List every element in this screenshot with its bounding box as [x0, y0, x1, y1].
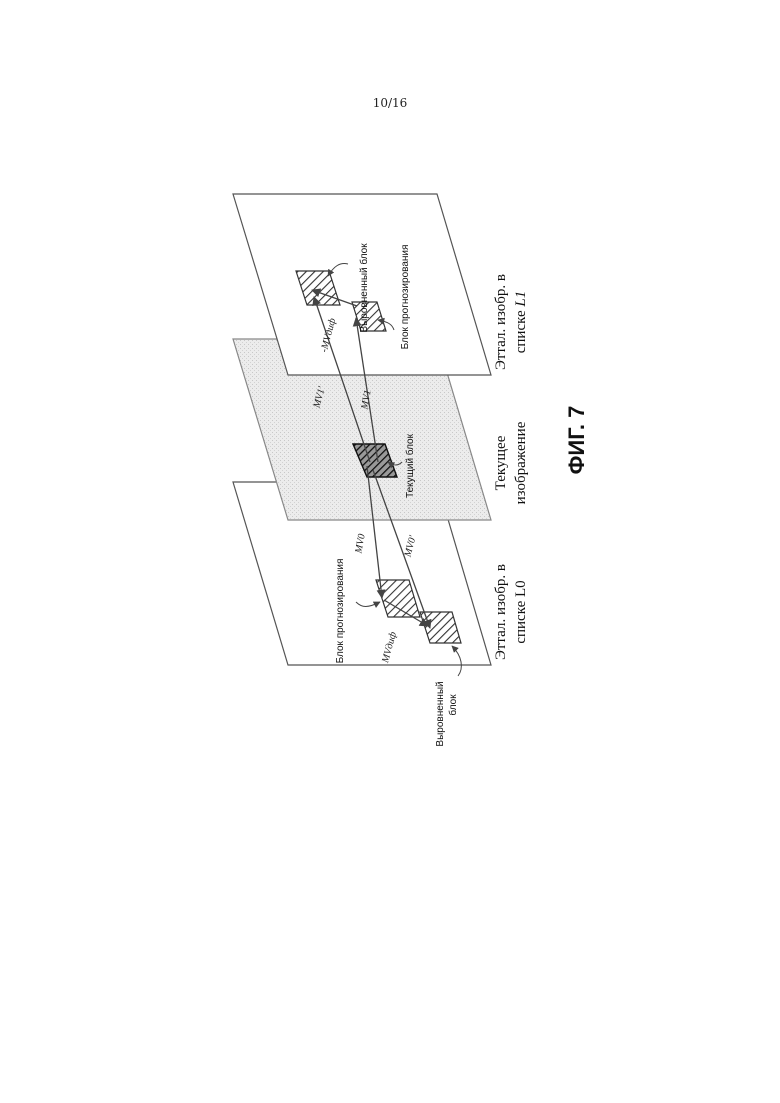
ref-l1-caption-line1: Эттал. изобр. в [493, 274, 509, 370]
ref-l1-caption-line2: списке L1 [513, 291, 529, 354]
figure-label: ФИГ. 7 [564, 406, 589, 475]
ref-l0-caption-line1: Эттал. изобр. в [493, 564, 509, 660]
ref-l1-caption-prefix: списке [513, 307, 529, 354]
current-block-label: Текущий блок [404, 433, 416, 498]
aligned-block-l0-label-line2: блок [447, 694, 459, 716]
current-caption-line2: изображение [513, 421, 529, 504]
current-caption-line1: Текущее [493, 435, 509, 490]
pred-block-l1-label: Блок прогнозирования [400, 245, 411, 350]
aligned-block-l1-label: Выровненный блок [358, 243, 370, 333]
ref-l1-caption-italic: L1 [513, 291, 529, 308]
pred-block-l0-label: Блок прогнозирования [335, 559, 346, 664]
ref-l0-caption-line2: списке L0 [513, 580, 529, 643]
aligned-block-l0-label-line1: Выровненный [435, 681, 446, 746]
